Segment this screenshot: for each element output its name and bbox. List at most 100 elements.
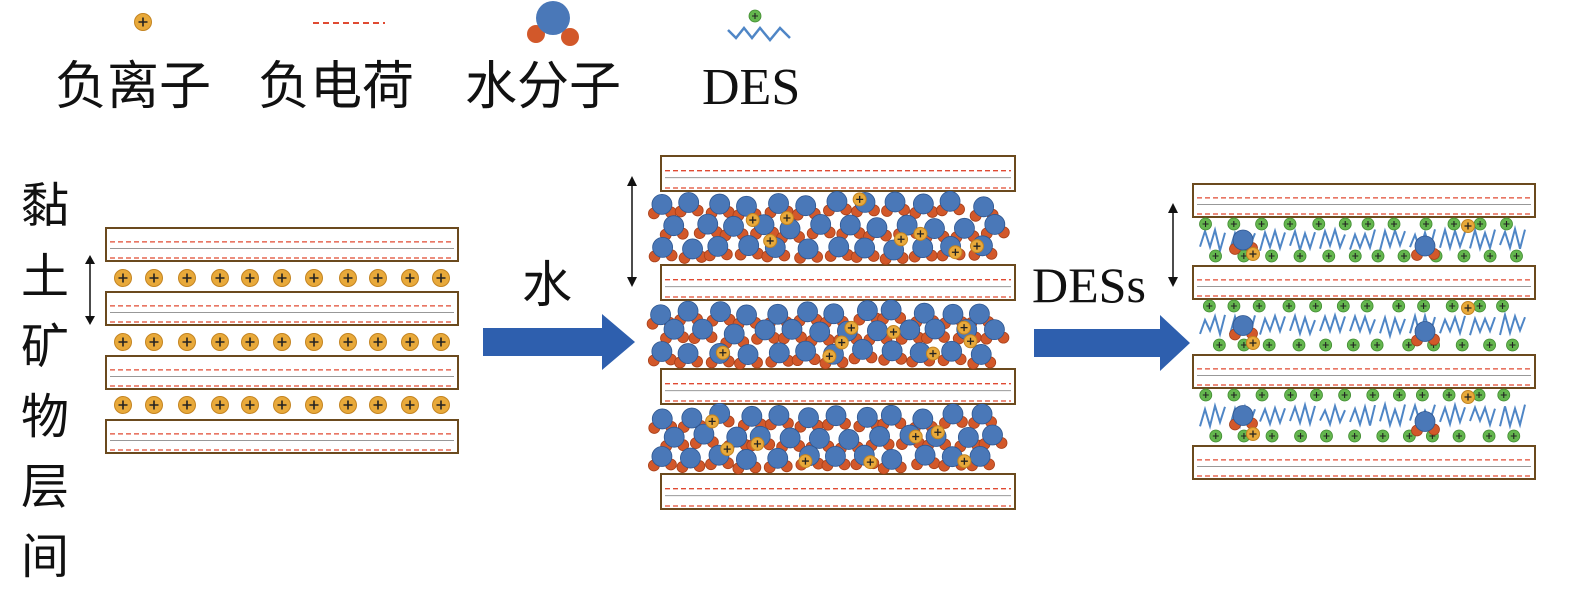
legend-charge-label: 负电荷 [258,57,414,117]
des-chain [1469,315,1496,336]
des-chain [1499,225,1526,252]
clay-sheet [1192,354,1536,389]
cation-ion [957,454,972,469]
des-head [1348,429,1362,443]
water-molecule [1411,411,1440,437]
des-head [1415,388,1429,402]
cation-ion [834,335,849,350]
des-head [1212,338,1226,352]
water-molecule [648,446,677,472]
des-chain [1439,226,1466,252]
cation-ion [956,320,972,335]
cation-ion [720,441,735,457]
des-head [1509,249,1524,263]
des-chain [1379,400,1406,429]
water-molecule [732,449,762,475]
des-head [1445,299,1459,313]
clay-layer [105,227,459,262]
des-head [1473,299,1487,313]
water-molecule [674,343,703,369]
des-head [1507,429,1521,443]
cation-ion [908,429,923,444]
water-molecule [967,344,997,370]
des-chain [1259,312,1286,335]
water-molecule [659,215,689,241]
des-chain [1289,227,1316,254]
spacing-arrow-1 [85,255,95,325]
cation-ion [240,332,260,352]
water-molecule [1229,405,1258,431]
des-head [1209,429,1223,443]
des-head [1284,388,1298,402]
cation-ion [715,345,731,360]
water-molecule [822,405,851,431]
cation-ion [177,332,197,352]
water-molecule [1411,321,1440,347]
cation-ion [750,436,765,452]
des-chain [1439,314,1466,337]
cation-ion [930,425,945,440]
des-head [1265,429,1279,443]
cation-ion [272,395,292,415]
cation-ion [431,332,451,352]
des-head [1417,299,1431,313]
des-chain [1469,404,1496,429]
cation-ion [338,268,358,288]
water-molecule [648,193,677,220]
cation-ion [210,395,230,415]
des-head [1348,249,1362,263]
cation-ion [368,268,388,288]
des-head [1370,338,1384,352]
cation-ion [113,395,133,415]
cation-ion [1245,246,1261,262]
des-chain [1349,313,1376,336]
des-head [1309,299,1323,313]
des-head [1472,388,1486,402]
cation-ion [1460,389,1476,405]
water-molecule [909,193,939,219]
des-head [1265,249,1279,263]
water-molecule [980,214,1010,240]
des-head [1294,429,1308,443]
clay-layer [105,419,459,454]
side-label-char: 黏 [21,178,69,234]
des-head [1338,217,1352,231]
water-molecule [936,190,965,217]
water-molecule [706,301,736,327]
des-head [1497,388,1511,402]
des-head [1505,338,1520,352]
legend: 负离子 负电荷 水分子 DES [55,1,800,117]
des-head [1366,388,1380,402]
des-chain [1349,403,1376,428]
des-chain [1259,227,1286,252]
cation-ion [893,232,909,247]
side-label: 黏 土 矿 物 层 间 [21,178,69,585]
water-molecule [824,236,854,262]
water-molecule [881,191,910,217]
des-head [1457,249,1471,263]
cation-ion [400,395,420,415]
des-head [1482,429,1496,443]
des-head [1292,338,1306,352]
legend-cation-label: 负离子 [55,57,211,117]
water-molecule [674,192,704,218]
water-molecule [823,191,852,217]
des-chain [1289,312,1316,337]
des-head [1252,299,1266,313]
water-molecule [911,444,941,471]
des-chain [1499,310,1526,337]
des-chain [1319,402,1346,428]
cation-ion [913,226,928,242]
des-head [1483,249,1497,263]
clay-sheet [105,291,459,326]
side-label-char: 土 [21,249,69,305]
cation-ion [272,268,292,288]
cation-ion [948,245,963,260]
des-head [1283,217,1297,231]
des-head [1202,299,1216,313]
water-molecule [648,237,678,263]
des-head [1198,217,1213,231]
cation-ion [763,233,778,249]
side-label-char: 间 [21,529,69,585]
cation-ion [210,332,230,352]
